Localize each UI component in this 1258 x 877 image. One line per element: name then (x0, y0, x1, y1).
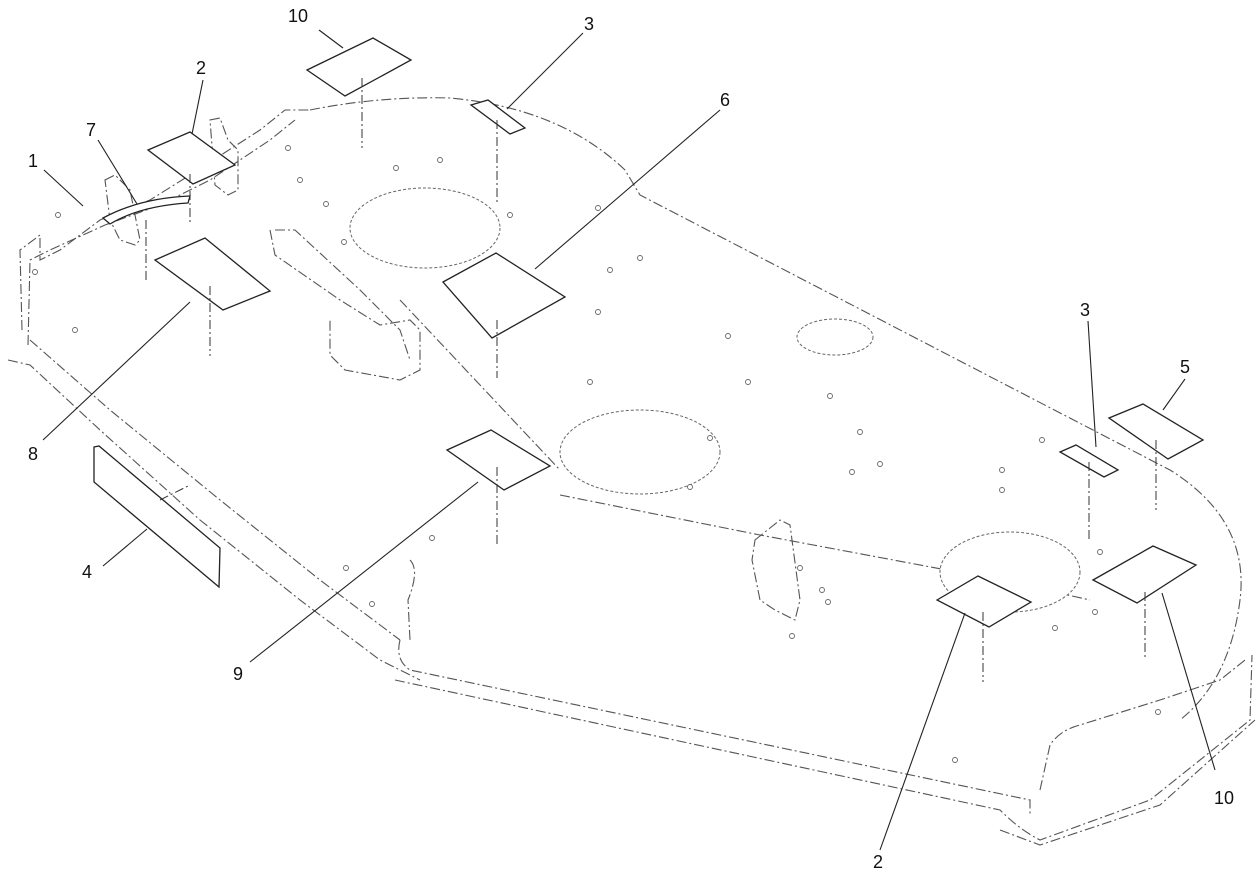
callout-2-top: 2 (196, 58, 206, 78)
decal-8 (153, 237, 272, 311)
decal-2-right (935, 575, 1033, 628)
blade-opening-left (349, 187, 501, 269)
blade-opening-center (559, 409, 721, 495)
leader-4 (102, 528, 148, 567)
deck-belt-line (399, 299, 561, 471)
decal-2-left (146, 131, 237, 185)
callout-8: 8 (28, 444, 38, 464)
blade-openings (349, 187, 1081, 613)
leader-2a (191, 79, 204, 135)
deck-left-rim-inner (27, 119, 296, 346)
callout-9: 9 (233, 664, 243, 684)
leader-10b (1161, 592, 1216, 771)
deck-skirt-lip (999, 719, 1256, 846)
deck-front-baffle (407, 559, 416, 641)
decals (93, 37, 1205, 628)
callout-1: 1 (28, 151, 38, 171)
deck-bottom-skirt (398, 639, 1031, 815)
callout-6: 6 (720, 90, 730, 110)
deck-center-ridge (275, 229, 411, 361)
deck-top-outline (309, 97, 1242, 721)
leader-2b (879, 612, 966, 851)
leader-5 (1162, 378, 1186, 411)
decal-3-right (1058, 444, 1120, 478)
deck-left-rim (19, 109, 310, 331)
callout-5: 5 (1180, 357, 1190, 377)
leader-10a (318, 29, 344, 49)
decal-10-top (305, 37, 413, 97)
leader-1 (43, 169, 84, 207)
deck-front-edge-inner (29, 339, 401, 641)
callout-4: 4 (82, 562, 92, 582)
decal-10-right (1091, 545, 1198, 604)
deck-right-bracket (751, 519, 801, 621)
decal-5 (1107, 403, 1205, 460)
decal-9 (445, 429, 552, 491)
callout-10-top: 10 (288, 6, 308, 26)
spindle-opening (796, 318, 874, 356)
deck-bottom-skirt-2 (394, 654, 1253, 841)
leader-7 (97, 139, 138, 205)
deck-front-edge (7, 359, 421, 681)
callout-labels: 1 2 2 3 3 4 5 6 7 8 9 10 10 (28, 6, 1234, 872)
mounting-holes (32, 145, 1161, 763)
callout-10-bottom: 10 (1214, 788, 1234, 808)
leader-9 (249, 481, 479, 663)
deck-hitch-2 (209, 117, 239, 196)
callout-2-bottom: 2 (873, 852, 883, 872)
callout-7: 7 (86, 120, 96, 140)
leader-6 (534, 109, 721, 270)
leader-3b (1087, 320, 1097, 448)
decal-4 (93, 445, 221, 589)
callout-3-top: 3 (584, 14, 594, 34)
decal-7-strip (101, 195, 191, 225)
leader-8 (42, 301, 191, 441)
deck-left-bracket (269, 229, 421, 381)
deck-left-hitch (104, 174, 141, 246)
decal-6 (441, 252, 567, 339)
deck-right-skirt (1039, 659, 1246, 791)
leader-lines (42, 29, 1216, 851)
leader-3a (506, 32, 584, 110)
callout-3-right: 3 (1080, 300, 1090, 320)
placement-centerlines (145, 78, 1157, 682)
